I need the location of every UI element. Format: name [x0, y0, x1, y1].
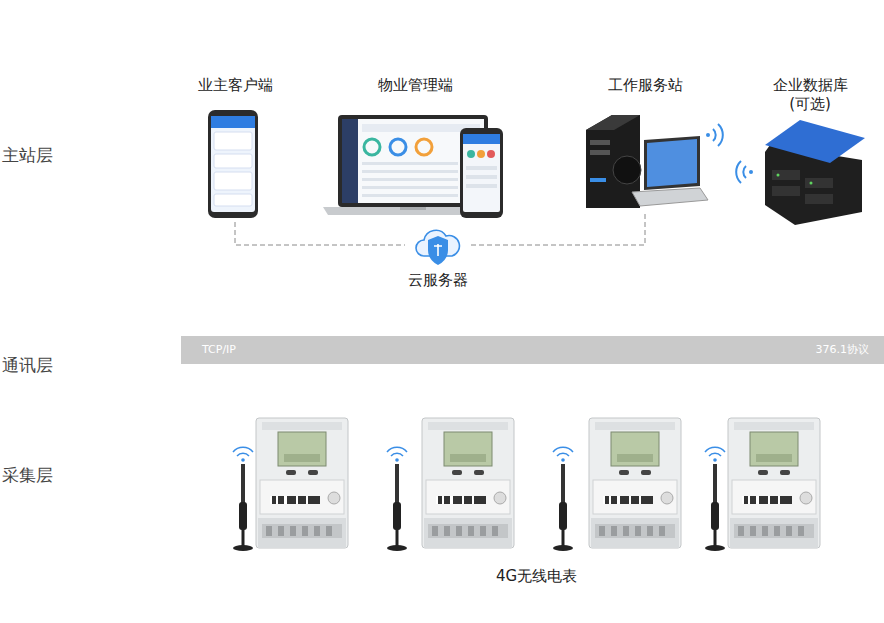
owner-app-node: 业主客户端: [190, 76, 280, 222]
node-heading: 云服务器: [405, 271, 471, 290]
band-right-text: 376.1协议: [816, 342, 870, 358]
layer-label: 主站层: [2, 144, 53, 167]
node-heading: 企业数据库 (可选): [768, 76, 852, 114]
database-node: 企业数据库 (可选): [760, 76, 860, 226]
dashed-connector: [235, 222, 405, 245]
layer-label: 采集层: [2, 464, 53, 487]
cloud-server-node: 云服务器: [405, 228, 471, 292]
node-heading: 工作服务站: [580, 76, 710, 95]
meter-caption: 4G无线电表: [496, 567, 577, 586]
node-heading: 物业管理端: [320, 76, 510, 95]
protocol-band: TCP/IP 376.1协议: [181, 336, 884, 364]
property-manager-node: 物业管理端: [320, 76, 510, 218]
dashed-connector: [471, 212, 645, 245]
node-heading: 业主客户端: [190, 76, 280, 95]
work-station-node: 工作服务站: [580, 76, 710, 212]
band-left-text: TCP/IP: [202, 342, 236, 358]
layer-label: 通讯层: [2, 354, 53, 377]
